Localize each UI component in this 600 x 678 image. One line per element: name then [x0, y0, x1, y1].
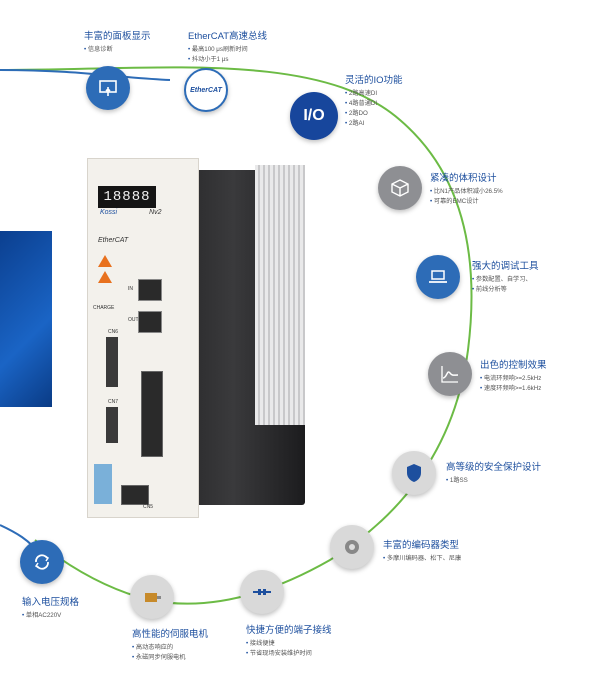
feature-title: 紧凑的体积设计	[430, 173, 497, 184]
feature-title: 丰富的编码器类型	[383, 540, 460, 551]
warning-icon	[98, 271, 112, 283]
feature-bullet: 速度环频响>=1.6kHz	[480, 384, 547, 394]
feature-panel: 丰富的面板显示 信息诊断	[84, 28, 151, 55]
model-name: Nv2	[149, 209, 162, 216]
feature-terminal: 快捷方便的端子接线 接线便捷 节省现场安装维护时间	[246, 622, 332, 659]
feature-bullet: 信息诊断	[84, 45, 151, 55]
feature-bullet: 电流环频响>=2.5kHz	[480, 374, 547, 384]
feature-title: 灵活的IO功能	[345, 75, 403, 86]
cn6-label: CN6	[108, 329, 119, 335]
feature-encoder: 丰富的编码器类型 多摩川编码器、松下、尼康	[383, 537, 461, 564]
feature-bullet: 单相AC220V	[22, 611, 79, 621]
feature-title: 高等级的安全保护设计	[446, 462, 542, 473]
io-connector[interactable]	[141, 371, 163, 457]
terminal-icon	[240, 570, 284, 614]
feature-compact: 紧凑的体积设计 比N1产品体积减小26.5% 可靠的EMC设计	[430, 170, 503, 207]
brand-logo: Kossi Nv2	[100, 209, 188, 219]
feature-bullet: 前线分析等	[472, 285, 539, 295]
feature-bullet: 节省现场安装维护时间	[246, 649, 332, 659]
cn5-label: CN5	[143, 504, 154, 510]
servo-drive-front-panel: 18888 Kossi Nv2 EtherCAT CHARGE IN OUT C…	[87, 158, 199, 518]
feature-title: EtherCAT高速总线	[188, 31, 268, 42]
feature-bullet: 可靠的EMC设计	[430, 197, 503, 207]
feature-bullet: 2路高速DI	[345, 89, 403, 99]
feature-io: 灵活的IO功能 2路高速DI 4路普通DI 2路DO 2路AI	[345, 72, 403, 129]
ethercat-label: EtherCAT	[98, 237, 129, 244]
feature-title: 强大的调试工具	[472, 261, 539, 272]
feature-bullet: 2路DO	[345, 109, 403, 119]
charge-label: CHARGE	[93, 305, 115, 311]
feature-safety: 高等级的安全保护设计 1路SS	[446, 459, 541, 486]
io-icon: I/O	[290, 92, 338, 140]
warning-icon	[98, 255, 112, 267]
motor-terminal[interactable]	[106, 407, 118, 443]
feature-bullet: 最高100 μs刷新时间	[188, 45, 267, 55]
laptop-icon	[416, 255, 460, 299]
panel-display-icon	[86, 66, 130, 110]
feature-bullet: 接线便捷	[246, 639, 332, 649]
feature-voltage: 输入电压规格 单相AC220V	[22, 594, 79, 621]
waveform-icon	[428, 352, 472, 396]
blue-decor-stripe	[0, 231, 52, 407]
ethercat-out-port[interactable]	[138, 311, 162, 333]
in-label: IN	[128, 286, 133, 292]
ethercat-icon: EtherCAT	[184, 68, 228, 112]
brand-name: Kossi	[100, 209, 118, 216]
encoder-icon	[330, 525, 374, 569]
feature-title: 出色的控制效果	[480, 360, 547, 371]
feature-title: 快捷方便的端子接线	[246, 625, 332, 636]
feature-motor: 高性能的伺服电机 高动态响应的 永磁同步伺服电机	[132, 626, 208, 663]
cn7-label: CN7	[108, 399, 119, 405]
heatsink-fins	[255, 165, 305, 425]
out-label: OUT	[128, 317, 139, 323]
feature-control: 出色的控制效果 电流环频响>=2.5kHz 速度环频响>=1.6kHz	[480, 357, 547, 394]
feature-bullet: 高动态响应的	[132, 643, 208, 653]
feature-title: 丰富的面板显示	[84, 31, 151, 42]
cube-icon	[378, 166, 422, 210]
led-display: 18888	[98, 186, 156, 208]
feature-bullet: 永磁同步伺服电机	[132, 653, 208, 663]
feature-title: 高性能的伺服电机	[132, 629, 209, 640]
power-cycle-icon	[20, 540, 64, 584]
feature-bullet: 比N1产品体积减小26.5%	[430, 187, 503, 197]
feature-bullet: 4路普通DI	[345, 99, 403, 109]
feature-bullet: 2路AI	[345, 119, 403, 129]
shield-icon	[392, 451, 436, 495]
ethercat-in-port[interactable]	[138, 279, 162, 301]
servo-motor-icon	[130, 575, 174, 619]
feature-tuning: 强大的调试工具 参数配置、自学习、 前线分析等	[472, 258, 539, 295]
feature-bullet: 多摩川编码器、松下、尼康	[383, 554, 461, 564]
encoder-connector[interactable]	[121, 485, 149, 505]
feature-ethercat: EtherCAT高速总线 最高100 μs刷新时间 抖动小于1 μs	[188, 28, 267, 65]
feature-bullet: 抖动小于1 μs	[188, 55, 267, 65]
power-terminal[interactable]	[106, 337, 118, 387]
feature-bullet: 1路SS	[446, 476, 541, 486]
feature-title: 输入电压规格	[22, 597, 80, 608]
ground-terminal[interactable]	[94, 464, 112, 504]
feature-bullet: 参数配置、自学习、	[472, 275, 539, 285]
